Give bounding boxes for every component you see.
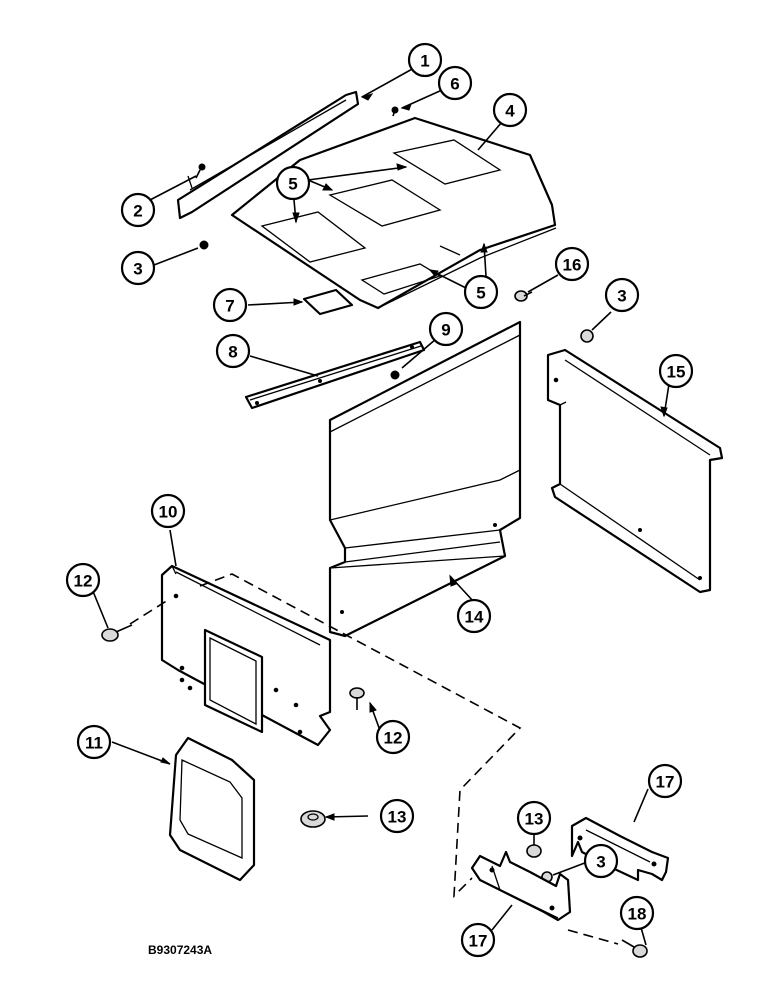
callout-label: 17 (469, 932, 488, 951)
figure-id: B9307243A (148, 943, 212, 957)
bolt (621, 939, 648, 958)
top-cover-plate (230, 116, 557, 310)
nut (199, 240, 209, 250)
callout-label: 13 (388, 808, 407, 827)
screw (391, 106, 399, 117)
callout-circle (604, 277, 640, 313)
callout-14: 14 (456, 598, 492, 634)
callout-label: 1 (420, 52, 429, 71)
callout-circle (275, 165, 311, 201)
mounting-plate (160, 564, 332, 747)
bolt (514, 290, 533, 302)
callout-label: 12 (384, 729, 403, 748)
callout-circle (516, 800, 552, 836)
callout-label: 17 (656, 773, 675, 792)
u-bracket (470, 850, 572, 922)
callout-9: 9 (428, 311, 464, 347)
callout-label: 6 (450, 75, 459, 94)
assembly-line (129, 573, 619, 945)
bolt (101, 624, 133, 642)
callout-circle (437, 65, 473, 101)
callout-circle (428, 311, 464, 347)
arrowheads (160, 93, 668, 821)
callout-circle (456, 598, 492, 634)
callout-15: 15 (658, 353, 694, 389)
callout-13: 13 (516, 800, 552, 836)
callout-2: 2 (120, 192, 156, 228)
callout-label: 3 (133, 260, 142, 279)
callout-circle (212, 287, 248, 323)
callout-label: 12 (74, 572, 93, 591)
callout-4: 4 (492, 92, 528, 128)
callout-label: 4 (505, 102, 515, 121)
callout-label: 16 (563, 256, 582, 275)
callout-3: 3 (120, 250, 156, 286)
callout-label: 3 (617, 287, 626, 306)
callout-8: 8 (215, 333, 251, 369)
callout-label: 18 (628, 905, 647, 924)
angle-bracket (176, 90, 360, 220)
callout-11: 11 (76, 724, 112, 760)
washer (390, 370, 400, 380)
screw (195, 163, 206, 179)
callout-5: 5 (463, 274, 499, 310)
callout-18: 18 (619, 895, 655, 931)
callout-circle (492, 92, 528, 128)
callout-label: 13 (525, 810, 544, 829)
u-bracket (570, 816, 670, 882)
callout-label: 2 (133, 202, 142, 221)
callout-circle (583, 843, 619, 879)
callout-label: 7 (225, 297, 234, 316)
leader-lines (89, 67, 670, 946)
foam-pad (260, 139, 502, 295)
callout-label: 5 (288, 175, 297, 194)
callout-12: 12 (375, 719, 411, 755)
callout-circle (65, 562, 101, 598)
callout-1: 1 (407, 42, 443, 78)
callout-label: 3 (596, 853, 605, 872)
callout-3: 3 (583, 843, 619, 879)
bolt (349, 687, 365, 710)
callout-label: 8 (228, 343, 237, 362)
door-panel (328, 320, 522, 638)
callout-label: 14 (465, 608, 484, 627)
callout-label: 15 (667, 363, 686, 382)
callout-6: 6 (437, 65, 473, 101)
callout-circle (658, 353, 694, 389)
callout-circle (375, 719, 411, 755)
callout-circle (120, 192, 156, 228)
nut (580, 329, 594, 343)
callout-circle (76, 724, 112, 760)
callout-circle (463, 274, 499, 310)
callout-12: 12 (65, 562, 101, 598)
callout-circle (150, 493, 186, 529)
callout-16: 16 (554, 246, 590, 282)
callout-label: 9 (441, 321, 450, 340)
callout-circle (554, 246, 590, 282)
grommet (300, 810, 326, 828)
callout-17: 17 (460, 922, 496, 958)
small-pad (302, 288, 354, 316)
callout-circle (120, 250, 156, 286)
callout-circle (619, 895, 655, 931)
callout-circle (379, 798, 415, 834)
callout-17: 17 (647, 763, 683, 799)
callout-13: 13 (379, 798, 415, 834)
side-panel (546, 348, 724, 594)
callout-label: 10 (159, 503, 178, 522)
callout-5: 5 (275, 165, 311, 201)
callout-10: 10 (150, 493, 186, 529)
callout-7: 7 (212, 287, 248, 323)
callout-circle (215, 333, 251, 369)
callout-label: 5 (476, 284, 485, 303)
grommet (526, 844, 542, 858)
callout-label: 11 (85, 734, 103, 753)
callout-3: 3 (604, 277, 640, 313)
callout-circle (460, 922, 496, 958)
callout-circle (407, 42, 443, 78)
gasket (168, 736, 256, 882)
callout-circle (647, 763, 683, 799)
